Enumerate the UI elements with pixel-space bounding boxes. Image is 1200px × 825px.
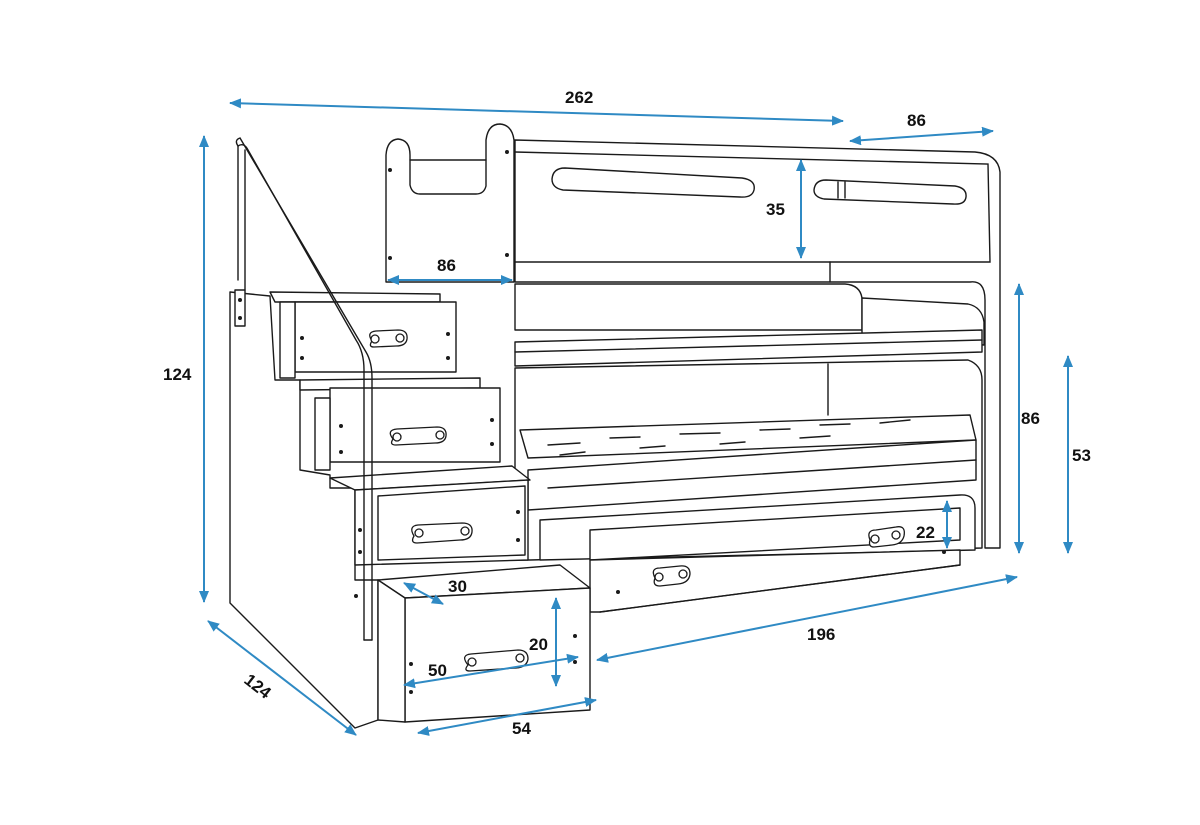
dim-top-bed-width: 86	[849, 111, 994, 146]
dim-stair-landing: 86	[387, 256, 513, 285]
dim-bottom-step-width-label: 54	[512, 719, 531, 738]
dim-drawer-height: 22	[916, 500, 952, 549]
step-4	[354, 564, 591, 723]
dim-lower-bed-length-label: 196	[807, 625, 835, 644]
dim-bottom-step-height-label: 20	[529, 635, 548, 654]
dim-lower-bed-inner-height: 53	[1063, 355, 1091, 554]
step-2-handle	[389, 426, 447, 446]
step-1	[269, 291, 457, 379]
dim-stair-landing-label: 86	[437, 256, 456, 275]
dim-top-rail-height: 35	[766, 159, 806, 259]
upper-bed-frame	[514, 139, 1001, 549]
step-3	[329, 465, 531, 566]
dim-top-rail-height-label: 35	[766, 200, 785, 219]
upper-mattress	[514, 283, 985, 367]
dimension-annotations: 262 86 124 124 35 86 86	[163, 88, 1091, 738]
dim-drawer-height-label: 22	[916, 523, 935, 542]
dim-overall-length-label: 262	[565, 88, 593, 107]
step-3-handle	[411, 522, 473, 544]
dim-overall-height-label: 124	[163, 365, 192, 384]
dim-lower-bed-length: 196	[596, 574, 1018, 663]
dim-bottom-step-width: 54	[417, 697, 597, 738]
dim-lower-bed-height-label: 86	[1021, 409, 1040, 428]
dim-lower-bed-inner-height-label: 53	[1072, 446, 1091, 465]
dim-overall-length: 262	[229, 88, 844, 126]
dim-step-depth: 30	[403, 577, 467, 605]
dim-stair-depth-label: 124	[241, 670, 275, 703]
hand-rail	[235, 137, 373, 641]
stair-side-panel	[229, 289, 379, 729]
dim-step-depth-label: 30	[448, 577, 467, 596]
bunk-bed-drawing	[229, 123, 1001, 729]
dim-bottom-step-inner-width: 50	[403, 653, 579, 689]
dim-top-bed-width-label: 86	[907, 111, 926, 130]
dim-overall-height: 124	[163, 135, 209, 603]
step-2	[299, 377, 501, 471]
guard-slot-right	[813, 179, 967, 205]
guard-slot-left	[551, 167, 755, 198]
dim-bottom-step-inner-width-label: 50	[428, 661, 447, 680]
dim-lower-bed-height: 86	[1014, 283, 1040, 554]
